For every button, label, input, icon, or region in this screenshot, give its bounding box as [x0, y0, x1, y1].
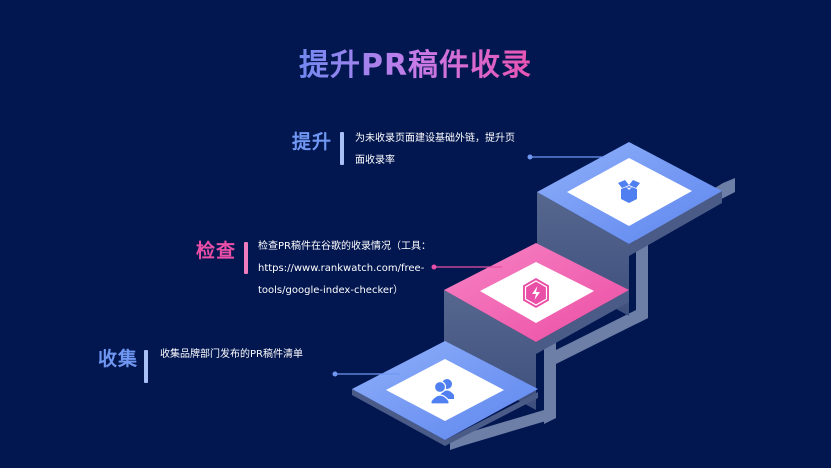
connector-check [431, 264, 502, 270]
desc-line: https://www.rankwatch.com/free- [258, 263, 425, 274]
step-desc-collect: 收集品牌部门发布的PR稿件清单 [160, 344, 303, 366]
step-label-check: 检查 [196, 240, 237, 262]
connector-collect [332, 371, 400, 377]
users-icon [430, 379, 454, 405]
desc-line: 面收录率 [355, 155, 395, 166]
dropbox-box-icon [618, 180, 640, 203]
step-desc-improve: 为未收录页面建设基础外链，提升页 面收录率 [355, 128, 515, 172]
desc-line: tools/google-index-checker） [258, 285, 404, 296]
desc-line: 收集品牌部门发布的PR稿件清单 [160, 349, 303, 360]
desc-line: 检查PR稿件在谷歌的收录情况（工具： [258, 241, 431, 252]
step-label-improve: 提升 [292, 131, 333, 153]
lightning-hexagon-icon [523, 278, 549, 308]
step-bottom-block [352, 341, 538, 446]
connector-improve [527, 154, 604, 160]
step-desc-check: 检查PR稿件在谷歌的收录情况（工具： https://www.rankwatch… [258, 236, 431, 302]
step-bar-check [244, 242, 248, 274]
step-bar-improve [340, 132, 344, 165]
step-bar-collect [144, 350, 148, 383]
desc-line: 为未收录页面建设基础外链，提升页 [355, 133, 515, 144]
step-label-collect: 收集 [98, 348, 139, 370]
